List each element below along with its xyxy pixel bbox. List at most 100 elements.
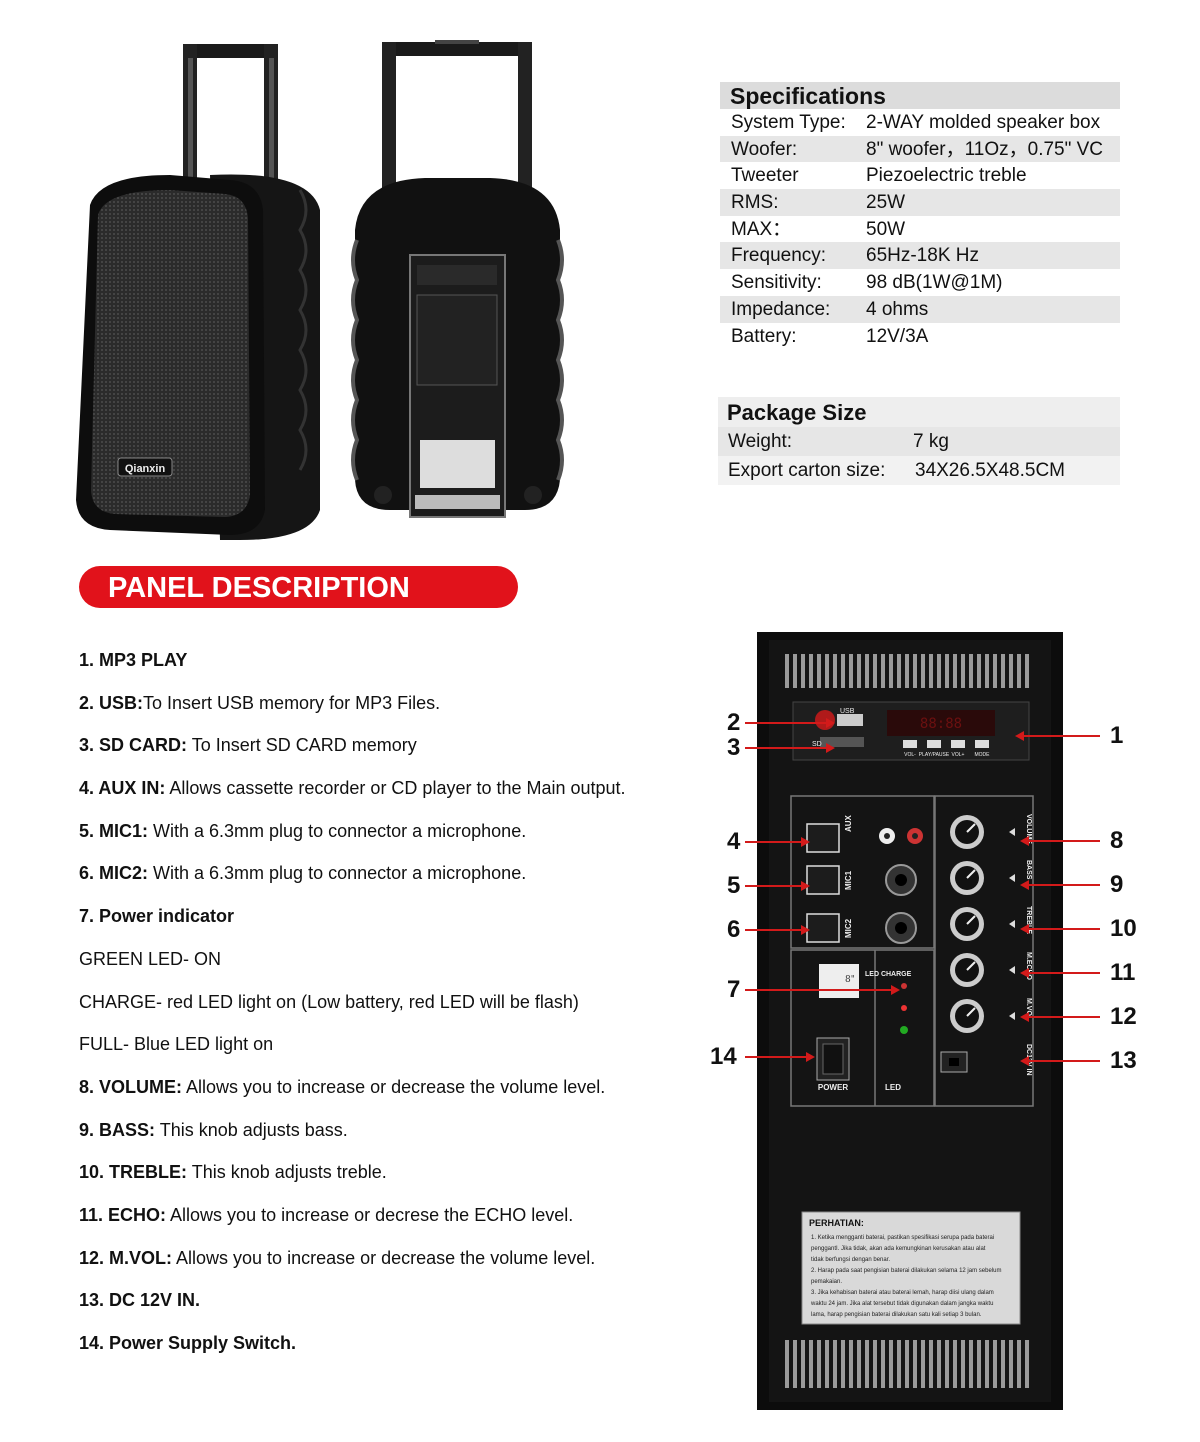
description-item-heading: 1. MP3 PLAY [79, 650, 188, 670]
callout-number-right: 1 [1110, 722, 1124, 749]
warning-title: PERHATIAN: [809, 1218, 864, 1228]
mecho-knob-label: M.ECHO [1025, 952, 1032, 981]
spec-row: Woofer: 8" woofer，11Oz，0.75" VC [720, 135, 1120, 163]
description-item: CHARGE- red LED light on (Low battery, r… [79, 990, 719, 1033]
callout-line [1028, 840, 1100, 842]
callout-line [1028, 1016, 1100, 1018]
callout-arrow [1020, 968, 1029, 978]
description-item-text: This knob adjusts treble. [187, 1162, 387, 1183]
callout-line [1028, 928, 1100, 930]
spec-row: System Type: 2-WAY molded speaker box [720, 109, 1120, 136]
description-item-text: FULL- Blue LED light on [79, 1034, 274, 1055]
callout-line [745, 747, 827, 749]
description-item: FULL- Blue LED light on [79, 1032, 719, 1075]
description-item-text: With a 6.3mm plug to connector a microph… [148, 820, 527, 841]
warning-line: tidak berfungsi dengan benar. [811, 1257, 890, 1263]
description-item-heading: 11. ECHO: [79, 1204, 167, 1225]
description-item-heading: 9. BASS: [79, 1119, 156, 1140]
specifications-title: Specifications [720, 82, 1120, 109]
description-item: 6. MIC2: With a 6.3mm plug to connector … [79, 861, 719, 904]
description-item: 2. USB:To Insert USB memory for MP3 File… [79, 691, 719, 734]
mp3-button-label: MODE [975, 752, 991, 758]
spec-label: Battery: [731, 325, 797, 347]
description-item: 8. VOLUME: Allows you to increase or dec… [79, 1075, 719, 1118]
description-item-text: CHARGE- red LED light on (Low battery, r… [79, 991, 579, 1012]
spec-label: MAX： [731, 218, 792, 240]
callout-line [745, 885, 802, 887]
spec-value: 8" woofer，11Oz，0.75" VC [866, 138, 1104, 160]
callout-number-left: 6 [727, 916, 741, 943]
spec-value: 4 ohms [866, 298, 929, 320]
warning-line: waktu 24 jam. Jika alat tersebut tidak d… [810, 1301, 993, 1307]
callout-arrow [1020, 880, 1029, 890]
description-item: 4. AUX IN: Allows cassette recorder or C… [79, 776, 719, 819]
spec-row: Tweeter Piezoelectric treble [720, 162, 1120, 189]
description-item: 1. MP3 PLAY [79, 648, 719, 691]
callout-arrow [891, 985, 900, 995]
spec-value: 12V/3A [866, 325, 929, 347]
spec-value: 50W [866, 218, 906, 240]
description-item-heading: 14. Power Supply Switch. [79, 1333, 297, 1353]
warning-line: penggantI. Jika tidak, akan ada kemungki… [811, 1246, 986, 1252]
description-item-text: With a 6.3mm plug to connector a microph… [148, 863, 527, 884]
speaker-front-image: Qianxin [76, 44, 320, 540]
eight-inch-label: 8" [845, 975, 855, 985]
callout-arrow [801, 837, 810, 847]
callout-number-left: 7 [727, 976, 741, 1003]
spec-row: RMS:25W [720, 189, 1120, 216]
spec-row: Impedance: 4 ohms [720, 295, 1120, 323]
spec-label: Impedance: [731, 298, 831, 320]
description-item-heading: 10. TREBLE: [79, 1162, 188, 1183]
description-item-heading: 3. SD CARD: [79, 735, 188, 756]
callout-number-right: 12 [1110, 1003, 1137, 1030]
brand-logo-text: Qianxin [125, 463, 166, 475]
warning-line: 1. Ketika mengganti baterai, pastikan sp… [811, 1235, 994, 1241]
description-item-heading: 2. USB: [79, 692, 144, 713]
spec-value: 2-WAY molded speaker box [866, 112, 1101, 133]
callout-line [745, 1056, 807, 1058]
warning-line: 3. Jika kehabisan baterai atau baterai l… [811, 1290, 994, 1296]
mp3-button-label: VOL- [904, 752, 916, 758]
package-value: 7 kg [913, 431, 949, 452]
bass-knob-label: BASS [1025, 860, 1032, 880]
aux-label: AUX [844, 814, 853, 832]
description-item: 3. SD CARD: To Insert SD CARD memory [79, 733, 719, 776]
svg-text:88:88: 88:88 [920, 716, 962, 732]
spec-label: Woofer: [731, 138, 798, 160]
description-item-heading: 5. MIC1: [79, 820, 149, 841]
callout-number-left: 4 [727, 828, 741, 855]
spec-label: Sensitivity: [731, 272, 822, 294]
spec-label: Tweeter [731, 165, 799, 187]
callout-arrow [801, 925, 810, 935]
panel-description-header: PANEL DESCRIPTION [79, 566, 518, 608]
spec-row: Sensitivity: 98 dB(1W@1M) [720, 269, 1120, 296]
description-item-heading: 6. MIC2: [79, 863, 149, 884]
spec-value: Piezoelectric treble [866, 165, 1027, 187]
callout-number-left: 3 [727, 734, 741, 761]
description-item: 13. DC 12V IN. [79, 1288, 719, 1331]
spec-label: System Type: [731, 112, 846, 133]
panel-description-list: 1. MP3 PLAY 2. USB:To Insert USB memory f… [79, 648, 719, 1374]
volume-knob-label: VOLUME [1025, 814, 1032, 844]
callout-arrow [1015, 731, 1024, 741]
callout-arrow [826, 718, 835, 728]
package-label: Weight: [728, 431, 793, 452]
description-item: 12. M.VOL: Allows you to increase or dec… [79, 1246, 719, 1289]
package-row-carton: Export carton size: 34X26.5X48.5CM [718, 456, 1120, 485]
warning-line: 2. Harap pada saat pengisian baterai dil… [811, 1268, 1001, 1274]
package-size-title: Package Size [718, 397, 1120, 427]
callout-number-right: 8 [1110, 827, 1124, 854]
description-item-heading: 13. DC 12V IN. [79, 1290, 201, 1311]
spec-label: RMS: [731, 192, 779, 214]
callout-line [745, 841, 802, 843]
description-item-heading: 12. M.VOL: [79, 1247, 173, 1268]
led-label: LED [885, 1083, 901, 1092]
callout-arrow [1020, 924, 1029, 934]
package-value: 34X26.5X48.5CM [915, 460, 1065, 481]
callout-arrow [806, 1052, 815, 1062]
callout-number-right: 13 [1110, 1047, 1137, 1074]
description-item-text: Allows you to increase or decrease the v… [182, 1076, 606, 1097]
description-item-text: Allows you to increase or decrease the v… [172, 1247, 596, 1268]
specifications-table: Specifications System Type: 2-WAY molded … [720, 82, 1120, 349]
spec-value: 98 dB(1W@1M) [866, 272, 1003, 294]
